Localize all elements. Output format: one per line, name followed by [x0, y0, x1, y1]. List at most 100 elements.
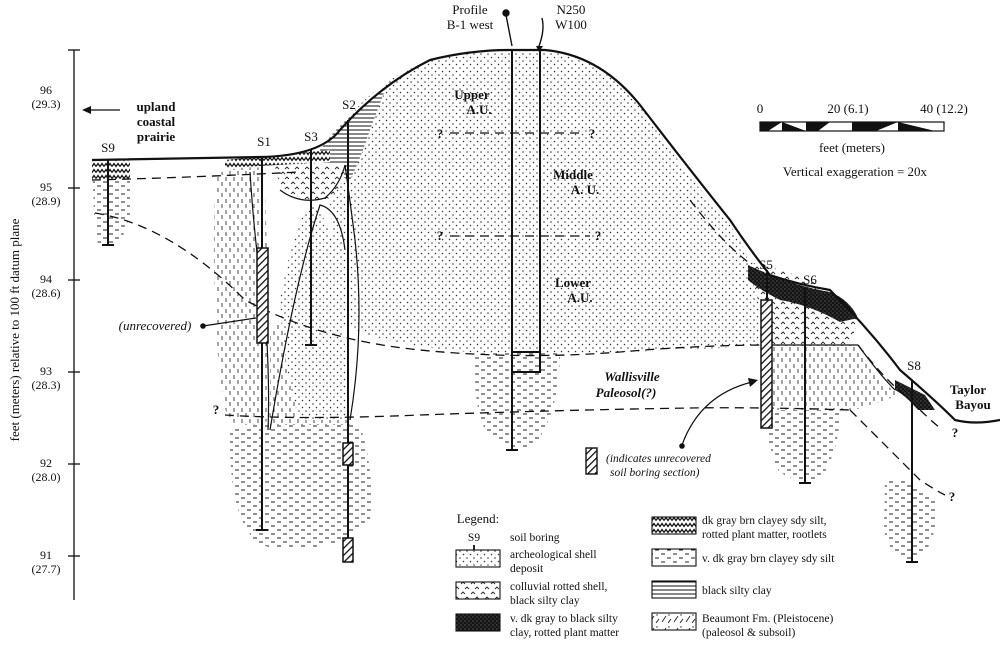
legend-beaumont-line1: Beaumont Fm. (Pleistocene) [702, 613, 833, 625]
legend-beaumont-line2: (paleosol & subsoil) [702, 627, 795, 639]
dash-right-slope [857, 344, 941, 429]
paleosol-arrow-head [748, 378, 758, 387]
subsoil-center-pod [474, 352, 560, 448]
scale-seg-5 [898, 122, 935, 131]
boring-label-s1: S1 [257, 134, 271, 149]
legend-item-soil-boring: S9 soil boring [468, 532, 560, 553]
legend-item-zigzag: dk gray brn clayey sdy silt, rotted plan… [651, 515, 827, 541]
unrecovered-s2-b [342, 537, 354, 563]
legend-title: Legend: [457, 511, 500, 526]
y-tick-labels: 96 (29.3) 95 (28.9) 94 (28.6) 93 (28.3) … [32, 83, 61, 576]
dash-paleosol [224, 407, 851, 419]
scale-unit: feet (meters) [819, 140, 885, 155]
paleosol-annotation: Wallisville Paleosol(?) [596, 369, 758, 449]
dash-lower-mound [94, 212, 771, 357]
unrecovered-dot [200, 323, 206, 329]
legend: Legend: S9 soil boring archeological she… [455, 511, 835, 639]
boring-label-s3: S3 [304, 129, 318, 144]
upland-line3: prairie [137, 129, 175, 144]
legend-dark-swatch [455, 613, 501, 632]
shell-mound [330, 50, 770, 354]
stratigraphy [92, 50, 936, 560]
zigzag-band-surface [225, 150, 330, 168]
vertical-exaggeration: Vertical exaggeration = 20x [783, 164, 928, 179]
unrecovered-s1 [256, 247, 269, 344]
question-right-lower: ? [949, 489, 956, 504]
subsoil-right-pod [765, 405, 840, 482]
unit-middle-line2: A. U. [571, 182, 600, 197]
profile-left-line1: Profile [452, 2, 488, 17]
legend-soil-boring-key: S9 [468, 532, 480, 544]
legend-item-dash: v. dk gray brn clayey sdy silt [651, 548, 835, 567]
paleosol-leader [681, 381, 753, 446]
unrecovered-annotation: (unrecovered) [119, 317, 257, 333]
y-label-94-m: (28.6) [32, 286, 61, 300]
subsoil-s8-pod [884, 479, 936, 560]
profile-left-line2: B-1 west [447, 17, 494, 32]
profile-left-dot [502, 9, 510, 17]
legend-item-beaumont: Beaumont Fm. (Pleistocene) (paleosol & s… [651, 612, 833, 639]
upland-line1: upland [136, 99, 176, 114]
legend-dash-swatch [651, 548, 697, 567]
legend-item-dark: v. dk gray to black silty clay, rotted p… [455, 613, 619, 639]
unit-labels: Upper A.U. Middle A. U. Lower A.U. [454, 87, 599, 305]
legend-horiz-line1: black silty clay [702, 585, 772, 597]
taylor-annotation: Taylor Bayou [950, 382, 991, 412]
legend-colluvial-line2: black silty clay [510, 595, 580, 607]
dark-layer-s8 [895, 380, 935, 410]
dash-right-lower [849, 409, 946, 496]
profile-labels: Profile B-1 west N250 W100 [447, 2, 587, 32]
unit-lower-line1: Lower [555, 275, 591, 290]
unrecovered-key: (indicates unrecovered soil boring secti… [585, 447, 711, 479]
legend-zigzag-line2: rotted plant matter, rootlets [702, 529, 827, 541]
legend-item-horiz: black silty clay [651, 580, 772, 599]
profile-base-box [511, 351, 541, 373]
legend-zigzag-line1: dk gray brn clayey sdy silt, [702, 515, 827, 527]
borings [102, 49, 918, 563]
unrecovered-sections [256, 247, 773, 563]
boring-labels: S9 S1 S3 S2 S5 S6 S8 [101, 97, 921, 373]
legend-shell-line1: archeological shell [510, 549, 597, 561]
legend-dark-line1: v. dk gray to black silty [510, 613, 618, 625]
y-label-93-m: (28.3) [32, 378, 61, 392]
scale-label-0: 0 [757, 101, 764, 116]
scale-seg-3 [806, 122, 830, 131]
y-label-92-ft: 92 [40, 456, 52, 470]
contact-s3-basin [279, 164, 346, 201]
dark-layer-s5-s6 [748, 265, 858, 322]
y-label-94-ft: 94 [40, 272, 52, 286]
question-right-upper: ? [952, 425, 959, 440]
s9-zone [92, 160, 130, 245]
profile-right-line2: W100 [555, 17, 587, 32]
paleosol-dot [679, 443, 685, 449]
legend-horiz-swatch [651, 580, 697, 599]
unit-upper-line2: A.U. [466, 102, 491, 117]
scale-label-40: 40 (12.2) [920, 101, 968, 116]
unrecovered-key-swatch [585, 447, 598, 475]
profile-right-line1: N250 [557, 2, 586, 17]
subsoil-lower-left [229, 421, 372, 550]
indicates-line2: soil boring section) [610, 467, 700, 479]
s9-zigzag-band [92, 160, 130, 180]
legend-item-colluvial: colluvial rotted shell, black silty clay [455, 581, 608, 607]
unit-middle-line1: Middle [553, 167, 593, 182]
scale-seg-1 [760, 122, 782, 131]
scale-bar: 0 20 (6.1) 40 (12.2) feet (meters) Verti… [757, 101, 968, 179]
y-label-91-m: (27.7) [32, 562, 61, 576]
y-axis-label: feet (meters) relative to 100 ft datum p… [7, 218, 22, 441]
upland-annotation: upland coastal prairie [82, 99, 176, 144]
legend-dash-line1: v. dk gray brn clayey sdy silt [702, 553, 835, 565]
profile-right-leader [538, 17, 544, 47]
question-upper-left: ? [437, 126, 444, 141]
boring-label-s6: S6 [803, 272, 817, 287]
profile-right-arrow-head [536, 46, 543, 52]
question-lower-left: ? [437, 228, 444, 243]
legend-shell-line2: deposit [510, 563, 544, 575]
scale-seg-2 [782, 122, 806, 131]
black-silty-clay-s2 [320, 90, 385, 180]
profile-markers [502, 9, 544, 52]
question-paleosol-left: ? [213, 402, 220, 417]
upland-arrow-head [82, 106, 91, 114]
